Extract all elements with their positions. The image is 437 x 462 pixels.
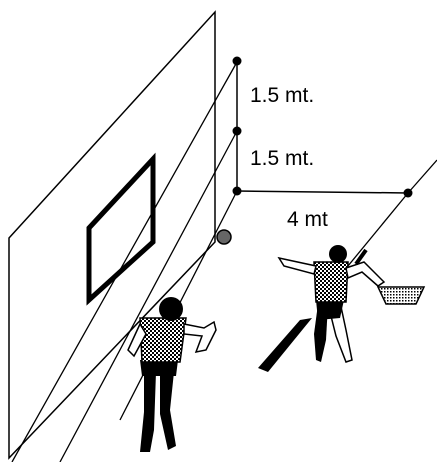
wall-line-middle	[59, 130, 238, 462]
label-distance: 4 mt	[287, 208, 328, 231]
label-upper-height: 1.5 mt.	[250, 84, 314, 107]
marker-dot-far	[403, 188, 413, 198]
marker-dot-corner	[232, 186, 242, 196]
distance-measure-line	[236, 190, 409, 194]
wall-panel	[8, 10, 216, 460]
marker-dot-top	[232, 56, 242, 66]
person-right	[258, 245, 386, 372]
marker-dot-middle	[232, 126, 242, 136]
wall-target	[86, 152, 156, 306]
ball	[216, 229, 232, 245]
person-foreground	[127, 297, 217, 452]
basket	[376, 286, 426, 305]
floor-line	[407, 159, 437, 194]
label-lower-height: 1.5 mt.	[250, 147, 314, 170]
wall-line-upper	[11, 61, 238, 462]
